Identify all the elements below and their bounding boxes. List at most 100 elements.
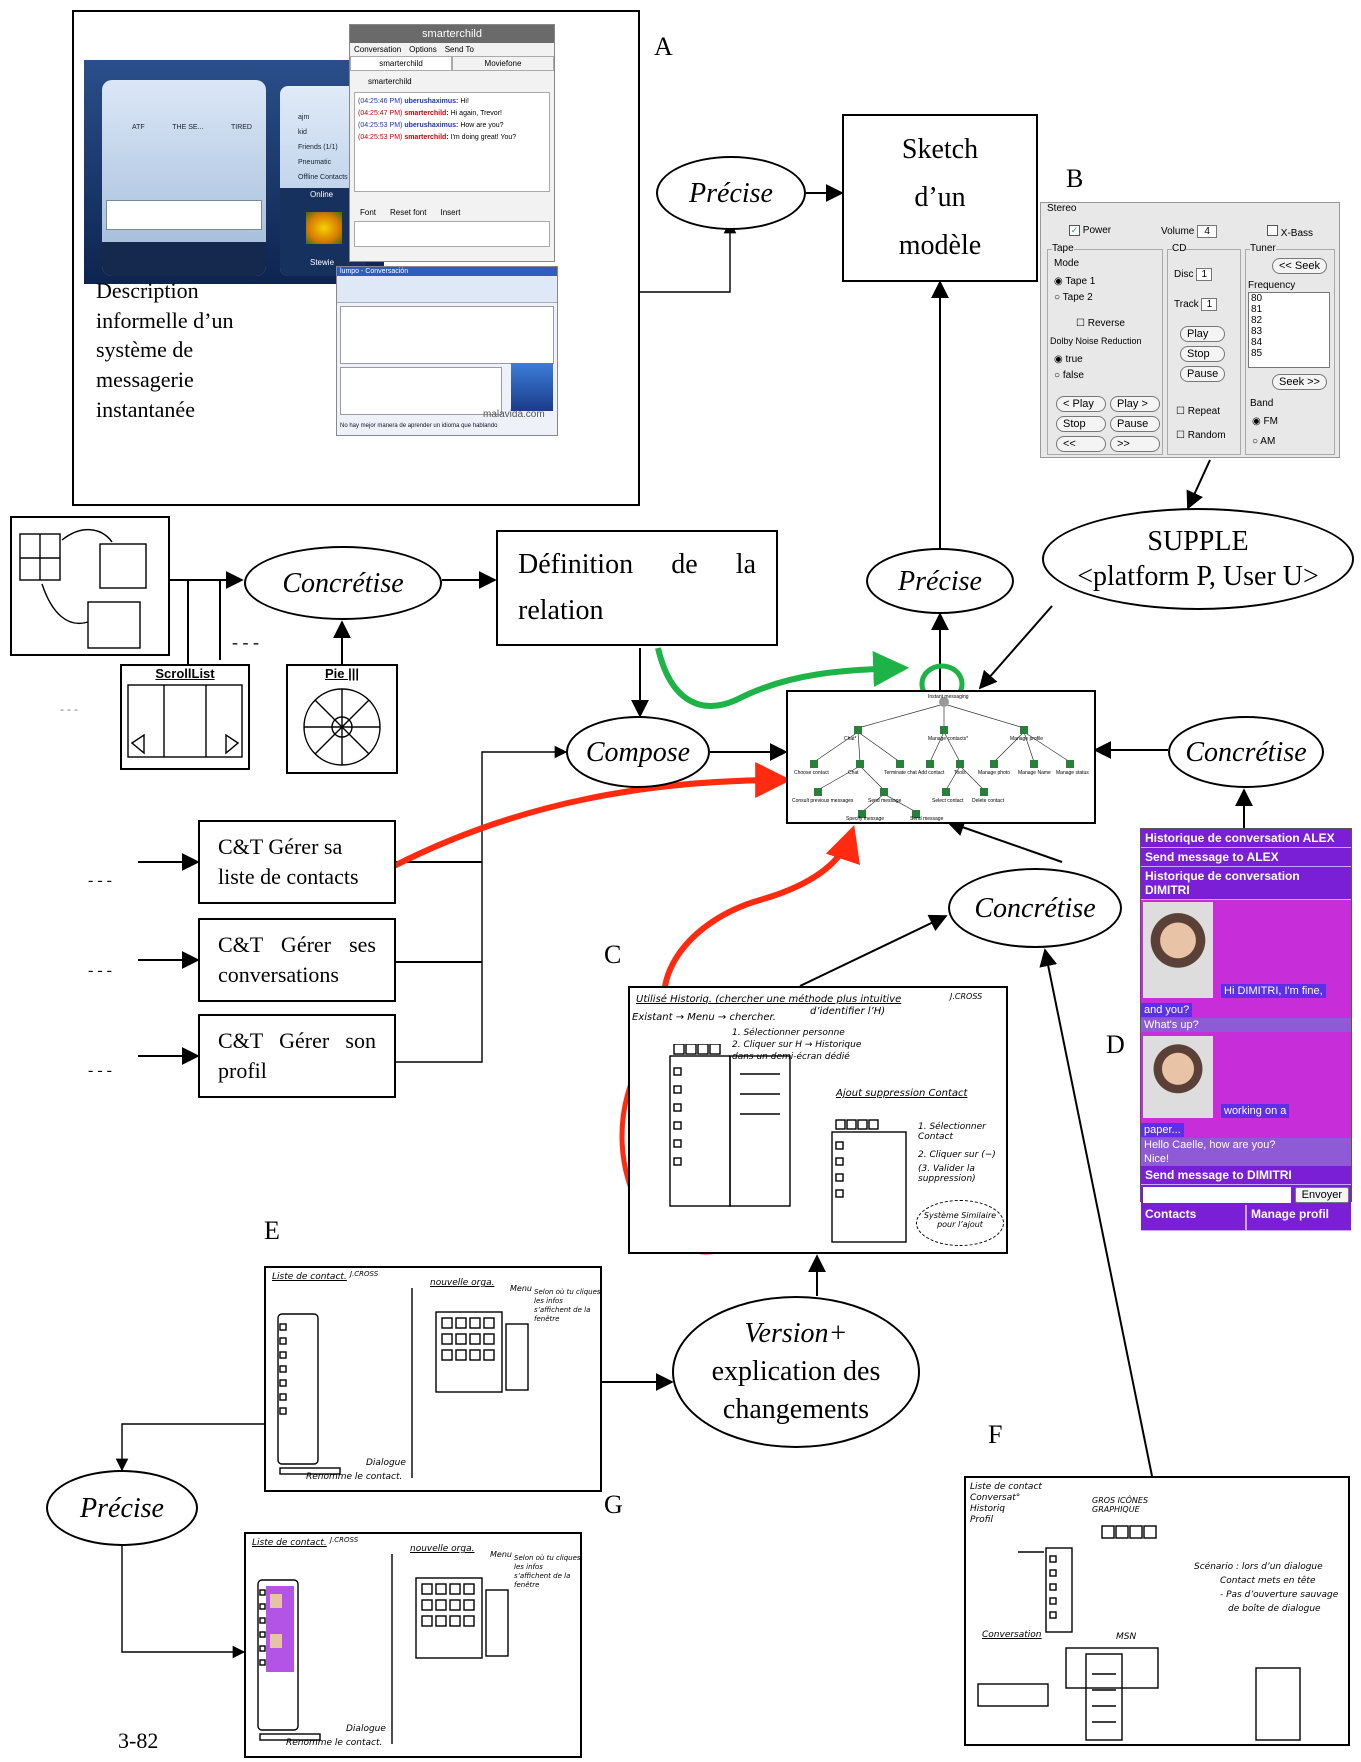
- arrow-concretisecenter-model: [946, 818, 1063, 863]
- definition-box: Définition de la relation: [496, 530, 778, 646]
- dolby-false[interactable]: ○ false: [1054, 370, 1084, 381]
- svg-text:Manage contacts*: Manage contacts*: [928, 736, 968, 742]
- arrow-a-precise: [638, 220, 737, 293]
- sketch-f: Liste de contact Conversat° Historiq Pro…: [964, 1476, 1350, 1746]
- lumpo-window: lumpo - Conversación No hay mejor manera…: [336, 266, 558, 436]
- svg-text:Manage photo: Manage photo: [978, 770, 1010, 776]
- arrow-ct-compose: [396, 745, 568, 1063]
- tab-manage-profil[interactable]: Manage profil: [1247, 1205, 1351, 1231]
- menu-conversation[interactable]: Conversation: [354, 45, 402, 54]
- arrow-stereo-supple: [1186, 459, 1211, 510]
- history-alex[interactable]: Historique de conversation ALEX: [1141, 829, 1351, 848]
- dolby-true[interactable]: ◉ true: [1054, 354, 1083, 365]
- frequency-list[interactable]: 80 81 82 83 84 85: [1248, 292, 1330, 368]
- disc-spinner[interactable]: 1: [1196, 268, 1213, 281]
- ffwd-button[interactable]: >>: [1110, 436, 1160, 452]
- cd-play-button[interactable]: Play: [1180, 326, 1226, 342]
- seek-back-button[interactable]: << Seek: [1272, 258, 1327, 274]
- tape2-radio[interactable]: ○ Tape 2: [1054, 292, 1093, 303]
- sketch-g: Liste de contact. J.CROSS nouvelle orga.…: [244, 1532, 582, 1758]
- volume: Volume 4: [1161, 225, 1218, 238]
- repeat-check[interactable]: ☐ Repeat: [1176, 406, 1220, 417]
- list-item[interactable]: 81: [1251, 304, 1263, 315]
- fm-radio[interactable]: ◉ FM: [1252, 416, 1278, 427]
- arrow-supple-model: [978, 605, 1053, 690]
- menu-options[interactable]: Options: [409, 45, 437, 54]
- scrolllist-title: ScrollList: [155, 666, 215, 681]
- desc-a: Description informelle d’un système de m…: [96, 278, 234, 422]
- svg-text:Manage Name: Manage Name: [1018, 770, 1051, 776]
- tape-pause-button[interactable]: Pause: [1110, 416, 1160, 432]
- precise-mid: Précise: [866, 548, 1014, 614]
- msn-status[interactable]: Online: [310, 190, 334, 199]
- contact-item[interactable]: Offline Contacts: [298, 174, 348, 181]
- power-check[interactable]: ✓ Power: [1069, 225, 1112, 236]
- am-radio[interactable]: ○ AM: [1252, 436, 1276, 447]
- send-button[interactable]: Envoyer: [1294, 1187, 1349, 1203]
- label-a: A: [654, 32, 673, 61]
- cd-pause-button[interactable]: Pause: [1180, 366, 1226, 382]
- label-c: C: [604, 940, 622, 969]
- list-item[interactable]: 85: [1251, 348, 1263, 359]
- sketch-model-box: Sketch d’un modèle: [842, 114, 1038, 282]
- send-alex[interactable]: Send message to ALEX: [1141, 848, 1351, 867]
- label-g: G: [604, 1490, 623, 1519]
- tape-stop-button[interactable]: Stop: [1056, 416, 1106, 432]
- contact-item[interactable]: kid: [298, 129, 307, 136]
- f-menu-list: Liste de contact Conversat° Historiq Pro…: [970, 1482, 1042, 1525]
- ellipsis-ct2: - - -: [88, 962, 112, 979]
- tape1-radio[interactable]: ◉ Tape 1: [1054, 276, 1096, 287]
- tab-smarterchild[interactable]: smarterchild: [350, 56, 452, 71]
- svg-text:Delete contact: Delete contact: [972, 798, 1005, 804]
- reset-font-button[interactable]: Reset font: [390, 208, 427, 217]
- ct-contacts-box: C&T Gérer sa liste de contacts: [198, 820, 396, 904]
- ellipsis-left: - - -: [60, 702, 78, 716]
- zoom-sketch-drawing: [19, 529, 147, 649]
- message-input[interactable]: [354, 221, 550, 247]
- history-dimitri[interactable]: Historique de conversation DIMITRI: [1141, 867, 1351, 900]
- list-item[interactable]: 83: [1251, 326, 1263, 337]
- list-item[interactable]: 82: [1251, 315, 1263, 326]
- message-row: (04:25:46 PM) uberushaximus: Hi!: [358, 98, 469, 105]
- track-spinner[interactable]: 1: [1201, 298, 1218, 311]
- rewind-button[interactable]: <<: [1056, 436, 1106, 452]
- zoom-sketch: [10, 516, 170, 656]
- label-e: E: [264, 1216, 280, 1245]
- svg-text:Specify message: Specify message: [846, 816, 884, 822]
- contact-item[interactable]: Friends (1/1): [298, 144, 338, 151]
- seek-fwd-button[interactable]: Seek >>: [1272, 374, 1327, 390]
- contact-item[interactable]: Pneumatic: [298, 159, 332, 166]
- volume-spinner[interactable]: 4: [1197, 225, 1218, 238]
- list-item[interactable]: 84: [1251, 337, 1263, 348]
- rev-play-button[interactable]: < Play: [1056, 396, 1106, 412]
- cd-stop-button[interactable]: Stop: [1180, 346, 1226, 362]
- random-check[interactable]: ☐ Random: [1176, 430, 1226, 441]
- msn-user: Stewie: [310, 258, 335, 267]
- list-item[interactable]: 80: [1251, 293, 1263, 304]
- reverse-check[interactable]: ☐ Reverse: [1076, 318, 1125, 329]
- message-input[interactable]: [1143, 1187, 1291, 1203]
- sketch-c: Utilisé Historiq. (chercher une méthode …: [628, 986, 1008, 1254]
- play-button[interactable]: Play >: [1110, 396, 1160, 412]
- task-model-tree: Instant messaging Chat* Manage contacts*…: [792, 694, 1089, 822]
- tape-group: Tape Mode ◉ Tape 1 ○ Tape 2 ☐ Reverse Do…: [1047, 243, 1163, 455]
- font-button[interactable]: Font: [360, 208, 377, 217]
- red-curve-contacts: [392, 762, 792, 869]
- menu-send-to[interactable]: Send To: [444, 45, 474, 54]
- version-node: Version+ explication des changements: [672, 1296, 920, 1448]
- tab-moviefone[interactable]: Moviefone: [452, 56, 554, 71]
- ellipsis-mid: - - -: [232, 632, 259, 652]
- send-dimitri[interactable]: Send message to DIMITRI: [1141, 1166, 1351, 1185]
- svg-text:Chat: Chat: [848, 770, 859, 776]
- xbass-check[interactable]: X-Bass: [1267, 225, 1313, 239]
- concretise-left: Concrétise: [244, 546, 442, 620]
- smarterchild-title: smarterchild: [350, 25, 554, 43]
- lumpo-footer: No hay mejor manera de aprender un idiom…: [340, 423, 498, 429]
- lumpo-title: lumpo - Conversación: [337, 267, 557, 276]
- contact-item[interactable]: ajm: [298, 114, 310, 121]
- tab-contacts[interactable]: Contacts: [1141, 1205, 1247, 1231]
- avatar: [1143, 1036, 1213, 1118]
- task-root: Instant messaging: [928, 694, 969, 700]
- arrow-precise-g: [121, 1546, 246, 1659]
- insert-button[interactable]: Insert: [440, 208, 461, 217]
